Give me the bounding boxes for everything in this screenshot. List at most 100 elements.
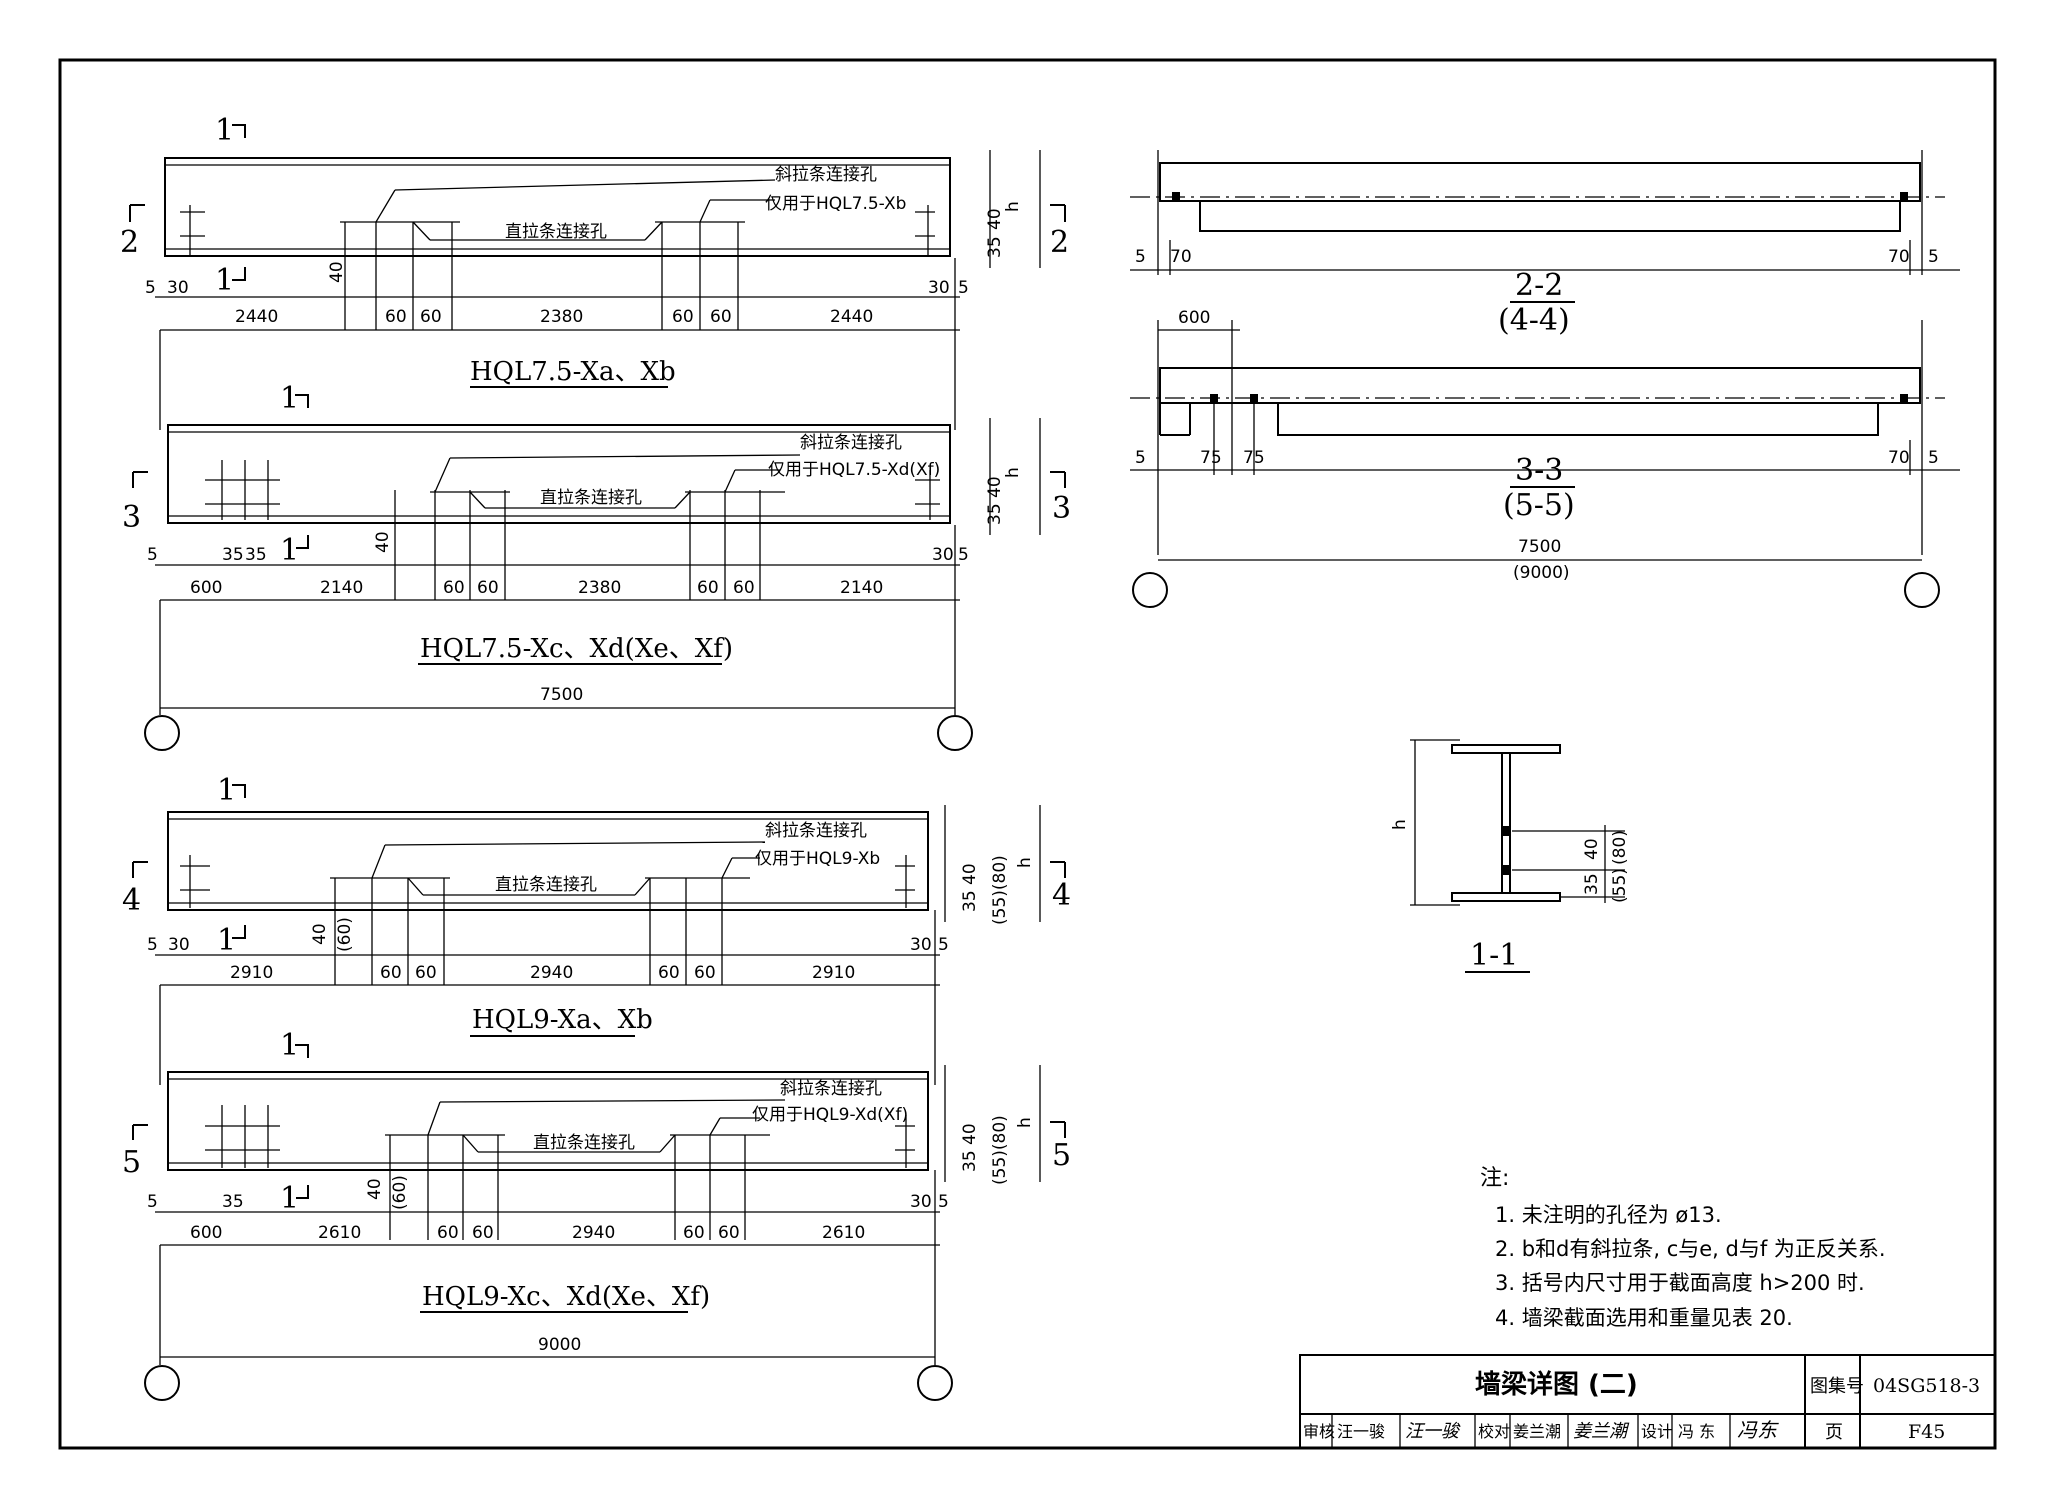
section-marker-top: 1 <box>215 113 234 148</box>
dim-side-3: (55)(80) <box>990 1115 1010 1185</box>
dim-bottom: 60 <box>437 1223 459 1243</box>
section-marker-bottom: 1 <box>280 1181 299 1216</box>
dim-bottom: 600 <box>190 1223 222 1243</box>
dim-hole-alt: (60) <box>390 1175 410 1210</box>
section-ref-left: 3 <box>122 500 141 535</box>
dim-side-2: 35 <box>985 236 1005 258</box>
notes: 注: 1. 未注明的孔径为 ø13. 2. b和d有斜拉条, c与e, d与f … <box>1480 1166 1886 1330</box>
section-label-alt: (5-5) <box>1503 488 1575 523</box>
dim-end-right-0: 30 <box>910 1192 932 1212</box>
dim-bottom: 60 <box>718 1223 740 1243</box>
dim: 70 <box>1170 247 1192 267</box>
axis-bubble <box>144 1365 180 1401</box>
dim-end-left-0: 5 <box>147 1192 158 1212</box>
beam-outline <box>167 424 951 524</box>
dim-end-right-0: 30 <box>932 545 954 565</box>
dim: 600 <box>1178 308 1210 328</box>
dim-bottom: 2140 <box>320 578 363 598</box>
title-block: 墙梁详图 (二) 图集号 04SG518-3 页 F45 审核 汪一骏 汪一骏 … <box>1299 1354 1996 1449</box>
callout-straight: 直拉条连接孔 <box>533 1133 635 1153</box>
callout-straight: 直拉条连接孔 <box>495 875 597 895</box>
dim-bottom: 60 <box>415 963 437 983</box>
dim-end-right-1: 5 <box>938 935 949 955</box>
atlas-label: 图集号 <box>1810 1376 1864 1397</box>
dim-total-alt: (9000) <box>1513 563 1570 583</box>
drawing-title: 墙梁详图 (二) <box>1475 1369 1638 1400</box>
section-label-alt: (4-4) <box>1498 303 1570 338</box>
role-review: 审核 <box>1303 1422 1335 1441</box>
dim: 35 <box>1582 873 1602 895</box>
dim-bottom: 600 <box>190 578 222 598</box>
section-ref-right: 5 <box>1052 1138 1071 1173</box>
section-marker-bottom: 1 <box>215 263 234 298</box>
dim-bottom: 2940 <box>530 963 573 983</box>
section-1-1: h 40 (80) 35 (55) 1-1 <box>1390 739 1630 973</box>
beam-elevation-4: 斜拉条连接孔 仅用于HQL9-Xd(Xf) 直拉条连接孔 1 1 5 5 h 4… <box>122 1028 1071 1401</box>
dim-side-1: 40 <box>985 476 1005 498</box>
signature-reviewer: 汪一骏 <box>1405 1421 1461 1442</box>
dim-bottom: 60 <box>477 578 499 598</box>
beam-elevation-3: 斜拉条连接孔 仅用于HQL9-Xb 直拉条连接孔 1 1 4 4 h 40 35… <box>122 773 1071 1085</box>
dim-bottom: 60 <box>697 578 719 598</box>
section-marker-bottom: 1 <box>217 923 236 958</box>
section-2-2: 5 70 70 5 2-2 (4-4) <box>1130 150 1960 338</box>
dim-end-right-1: 5 <box>958 545 969 565</box>
dim-bottom: 60 <box>420 307 442 327</box>
dim-side-1: 40 <box>960 1123 980 1145</box>
dim: 5 <box>1135 448 1146 468</box>
dim-bottom: 60 <box>380 963 402 983</box>
beam-title: HQL7.5-Xc、Xd(Xe、Xf) <box>420 634 733 664</box>
section-ref-left: 4 <box>122 883 141 918</box>
dim-end-left-0: 5 <box>145 278 156 298</box>
section-ref-right: 4 <box>1052 878 1071 913</box>
beam-outline <box>167 1071 929 1171</box>
beam-title: HQL9-Xc、Xd(Xe、Xf) <box>422 1282 710 1312</box>
callout-oblique: 斜拉条连接孔 <box>800 433 902 453</box>
dim-hole: 40 <box>373 531 393 553</box>
beam-title: HQL9-Xa、Xb <box>472 1005 653 1035</box>
beam-elevation-2: 斜拉条连接孔 仅用于HQL7.5-Xd(Xf) 直拉条连接孔 1 1 3 3 h… <box>122 381 1071 751</box>
section-ref-right: 2 <box>1050 225 1069 260</box>
dim-side-1: 40 <box>985 208 1005 230</box>
dim-h: h <box>1390 819 1410 830</box>
dim: 75 <box>1200 448 1222 468</box>
dim-h: h <box>1015 1117 1035 1128</box>
note-item: 2. b和d有斜拉条, c与e, d与f 为正反关系. <box>1495 1237 1886 1261</box>
dim-end-left-1: 35 <box>222 1192 244 1212</box>
section-ref-left: 5 <box>122 1145 141 1180</box>
name-checker: 姜兰潮 <box>1513 1422 1561 1441</box>
dim-end-left-1: 30 <box>167 278 189 298</box>
dim-end-right-0: 30 <box>928 278 950 298</box>
callout-straight: 直拉条连接孔 <box>540 488 642 508</box>
beam-elevation-1: 斜拉条连接孔 仅用于HQL7.5-Xb 直拉条连接孔 1 1 2 2 h 40 … <box>120 113 1069 430</box>
dim-end-left-1: 30 <box>168 935 190 955</box>
dim-bottom: 60 <box>443 578 465 598</box>
dim-bottom: 2910 <box>812 963 855 983</box>
notes-heading: 注: <box>1480 1166 1509 1191</box>
dim: 5 <box>1928 448 1939 468</box>
section-ref-left: 2 <box>120 225 139 260</box>
beam-title: HQL7.5-Xa、Xb <box>470 357 676 387</box>
callout-oblique: 斜拉条连接孔 <box>765 821 867 841</box>
dim-hole: 40 <box>327 261 347 283</box>
dim-side-2: 35 <box>960 890 980 912</box>
dim-hole: 40 <box>365 1178 385 1200</box>
dim-bottom: 2610 <box>318 1223 361 1243</box>
page-no: F45 <box>1908 1421 1945 1443</box>
note-item: 3. 括号内尺寸用于截面高度 h>200 时. <box>1495 1271 1865 1295</box>
dim-end-right-1: 5 <box>958 278 969 298</box>
axis-bubble <box>144 715 180 751</box>
dim-bottom: 2440 <box>235 307 278 327</box>
dim-end-left-1: 35 <box>222 545 244 565</box>
dim-side-2: 35 <box>985 503 1005 525</box>
sheet-border <box>58 58 1997 1450</box>
beam-outline <box>167 811 929 911</box>
note-item: 4. 墙梁截面选用和重量见表 20. <box>1495 1306 1793 1330</box>
dim-bottom: 2940 <box>572 1223 615 1243</box>
dim-side-1: 40 <box>960 863 980 885</box>
axis-bubble <box>917 1365 953 1401</box>
dim-side-2: 35 <box>960 1150 980 1172</box>
name-designer: 冯 东 <box>1678 1422 1715 1441</box>
dim-bottom: 60 <box>710 307 732 327</box>
